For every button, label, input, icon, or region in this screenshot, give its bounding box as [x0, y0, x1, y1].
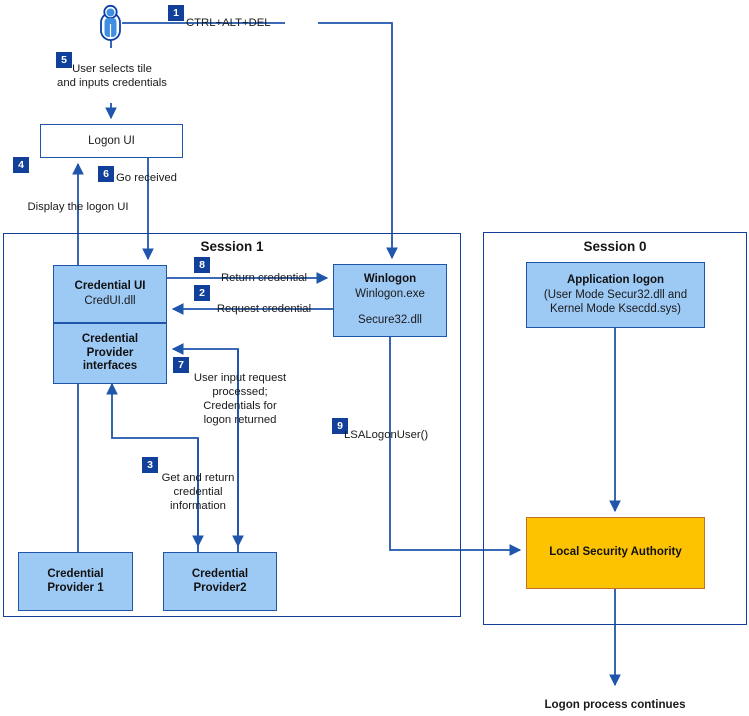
cp2-line-2: Provider2	[193, 581, 247, 594]
application-logon-sub-2: Kernel Mode Ksecdd.sys)	[549, 302, 682, 315]
node-application-logon[interactable]: Application logon (User Mode Secur32.dll…	[526, 262, 705, 328]
step-badge-6: 6	[98, 166, 114, 182]
session-1-container	[3, 233, 461, 617]
credential-ui-label: Credential UI	[74, 280, 146, 293]
step-label-5: User selects tile and inputs credentials	[57, 63, 167, 89]
step-label-2: Request credential	[216, 303, 312, 315]
winlogon-label: Winlogon	[363, 273, 417, 285]
step-badge-3: 3	[142, 457, 158, 473]
node-credential-ui[interactable]: Credential UI CredUI.dll	[53, 265, 167, 323]
node-credential-provider-2[interactable]: Credential Provider2	[163, 552, 277, 611]
step-label-1: CTRL+ALT+DEL	[186, 17, 271, 29]
session-0-container	[483, 232, 747, 625]
session-1-title: Session 1	[200, 239, 264, 254]
credential-ui-sublabel: CredUI.dll	[84, 294, 136, 307]
cp1-line-2: Provider 1	[47, 581, 104, 594]
step-label-6: Go received	[116, 172, 177, 184]
application-logon-sub-1: (User Mode Secur32.dll and	[543, 288, 688, 301]
step-label-7: User input request processed; Credential…	[193, 372, 287, 426]
cpi-line-2: Provider	[86, 346, 134, 359]
cpi-line-1: Credential	[81, 333, 139, 346]
node-logon-ui[interactable]: Logon UI	[40, 124, 183, 158]
arrow-lsalogonuser-to-lsa	[389, 337, 522, 556]
winlogon-sublabel-2: Secure32.dll	[358, 313, 422, 326]
step-badge-2: 2	[194, 285, 210, 301]
node-credential-provider-interfaces[interactable]: Credential Provider interfaces	[53, 323, 167, 384]
step-badge-5: 5	[56, 52, 72, 68]
lsa-label: Local Security Authority	[549, 546, 682, 559]
step-badge-4: 4	[13, 157, 29, 173]
cp2-line-1: Credential	[191, 568, 249, 580]
step-badge-8: 8	[194, 257, 210, 273]
application-logon-label: Application logon	[566, 274, 665, 287]
cp1-line-1: Credential	[47, 568, 104, 580]
node-credential-provider-1[interactable]: Credential Provider 1	[18, 552, 133, 611]
step-badge-1: 1	[168, 5, 184, 21]
footer-label: Logon process continues	[544, 698, 686, 711]
node-winlogon[interactable]: Winlogon Winlogon.exe Secure32.dll	[333, 264, 447, 337]
step-label-9: LSALogonUser()	[344, 429, 429, 441]
cpi-line-3: interfaces	[82, 360, 138, 373]
node-local-security-authority[interactable]: Local Security Authority	[526, 517, 705, 589]
step-badge-7: 7	[173, 357, 189, 373]
step-badge-9: 9	[332, 418, 348, 434]
step-label-8: Return credential	[220, 272, 308, 284]
logon-ui-label: Logon UI	[88, 135, 135, 147]
arrow-ctrl-alt-del-to-winlogon	[318, 22, 398, 260]
session-0-title: Session 0	[583, 239, 647, 254]
user-person-icon	[100, 4, 121, 41]
winlogon-sublabel: Winlogon.exe	[355, 287, 425, 300]
step-label-3: Get and return credential information	[161, 472, 235, 512]
step-label-4: Display the logon UI	[27, 201, 129, 213]
